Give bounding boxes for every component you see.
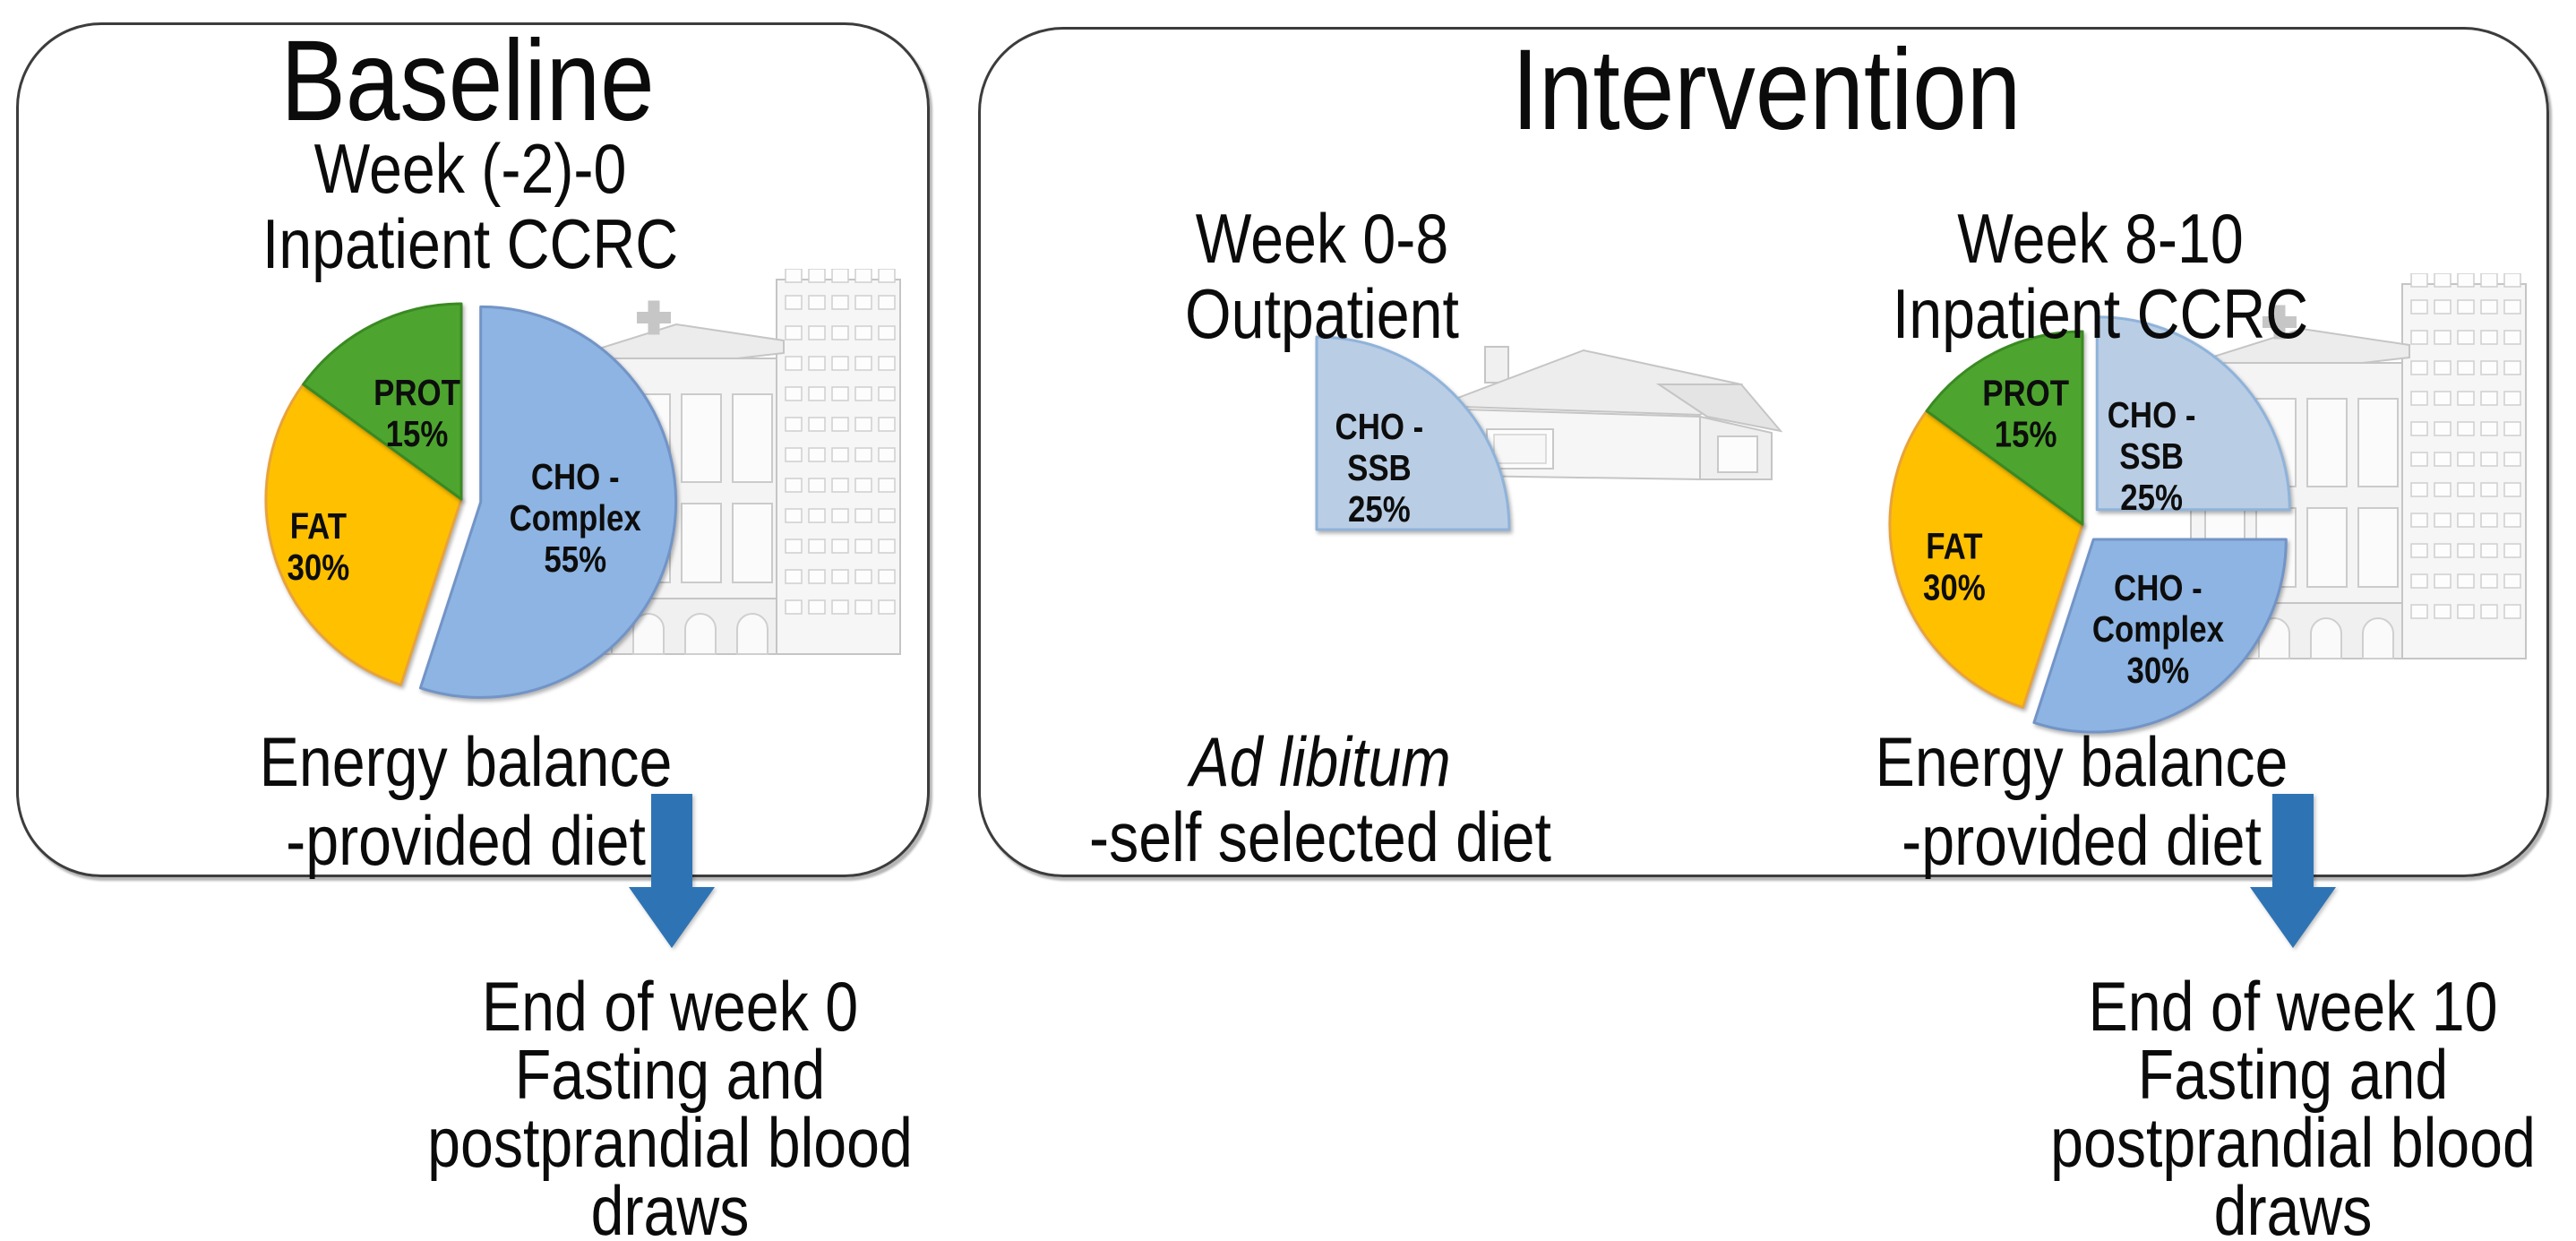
pie-slice-label-line: 15% [386,414,449,454]
pie-slice-label-line: FAT [1926,527,1982,567]
pie-slice-label-line: 30% [2127,651,2190,692]
pie-slice-label-line: 15% [1995,415,2057,455]
baseline-setting: Inpatient CCRC [262,204,679,283]
pie-slice-fat [264,383,463,686]
inpatient-outcome-caption: End of week 10 Fasting and postprandial … [2050,967,2536,1241]
baseline-title: Baseline [280,17,655,145]
outpatient-diet-caption: Ad libitum -self selected diet [1089,724,1551,875]
outpatient-week: Week 0-8 [1195,199,1449,278]
inpatient-setting: Inpatient CCRC [1892,274,2309,353]
pie-slice-cho-complex [418,305,678,699]
pie-slice-label-line: CHO - [1335,408,1424,448]
pie-slice-cho-ssb [2095,315,2291,512]
pie-slice-label-line: 55% [544,540,606,581]
down-arrow-shape [2250,794,2336,948]
intervention-panel [978,27,2549,877]
pie-slice-cho-ssb [1315,335,1511,531]
pie-slice-label-line: FAT [290,506,347,547]
pie-slice-cho-complex [2032,538,2288,734]
outcome-line: draws [590,1171,750,1241]
pie-slice-label-line: Complex [510,499,641,539]
pie-slice-label-line: 25% [1348,490,1411,530]
baseline-outcome-caption: End of week 0 Fasting and postprandial b… [427,967,913,1241]
baseline-panel [16,22,930,877]
diet-caption-line: Ad libitum [1189,722,1451,801]
pie-slice-prot [302,302,463,501]
outpatient-setting: Outpatient [1185,274,1459,353]
diet-caption-line: -self selected diet [1089,797,1551,876]
down-arrow-icon [2250,794,2336,948]
pie-slice-label-line: SSB [1347,449,1412,489]
outcome-line: postprandial blood [427,1103,913,1182]
diet-caption-line: Energy balance [259,722,673,801]
pie-slice-label-line: Complex [2092,610,2224,651]
diet-caption-line: -provided diet [1902,801,2262,880]
inpatient-diet-caption: Energy balance -provided diet [1876,722,2288,880]
outcome-line: End of week 0 [481,967,859,1046]
outcome-line: draws [2213,1171,2373,1241]
pie-slice-label-line: 30% [288,547,350,588]
pie-slice-label-line: 30% [1923,568,1986,608]
outpatient-subheader: Week 0-8 Outpatient [1185,201,1459,351]
inpatient-week: Week 8-10 [1957,199,2244,278]
pie-slice-prot [1925,330,2084,526]
pie-slice-label-line: CHO - [2114,569,2202,609]
pie-slice-label-line: 25% [2120,478,2183,518]
diet-caption-line: -provided diet [286,801,646,880]
inpatient-subheader: Week 8-10 Inpatient CCRC [1893,201,2308,351]
baseline-subheader: Week (-2)-0 Inpatient CCRC [262,131,678,281]
pie-slice-label-line: PROT [1982,374,2069,414]
diet-caption-line: Energy balance [1875,722,2288,801]
down-arrow-icon [629,794,715,948]
pie-slice-fat [1888,409,2084,709]
intervention-title: Intervention [1511,26,2022,154]
baseline-week: Week (-2)-0 [313,129,627,208]
pie-slice-label-line: PROT [374,373,460,413]
pie-slice-label-line: CHO - [531,458,620,498]
baseline-diet-caption: Energy balance -provided diet [260,722,673,880]
pie-slice-label-line: SSB [2119,436,2184,477]
down-arrow-shape [629,794,715,948]
pie-slice-label-line: CHO - [2108,395,2196,435]
outcome-line: Fasting and [514,1035,826,1114]
outcome-line: postprandial blood [2050,1103,2536,1182]
outcome-line: Fasting and [2137,1035,2449,1114]
outcome-line: End of week 10 [2088,967,2498,1046]
